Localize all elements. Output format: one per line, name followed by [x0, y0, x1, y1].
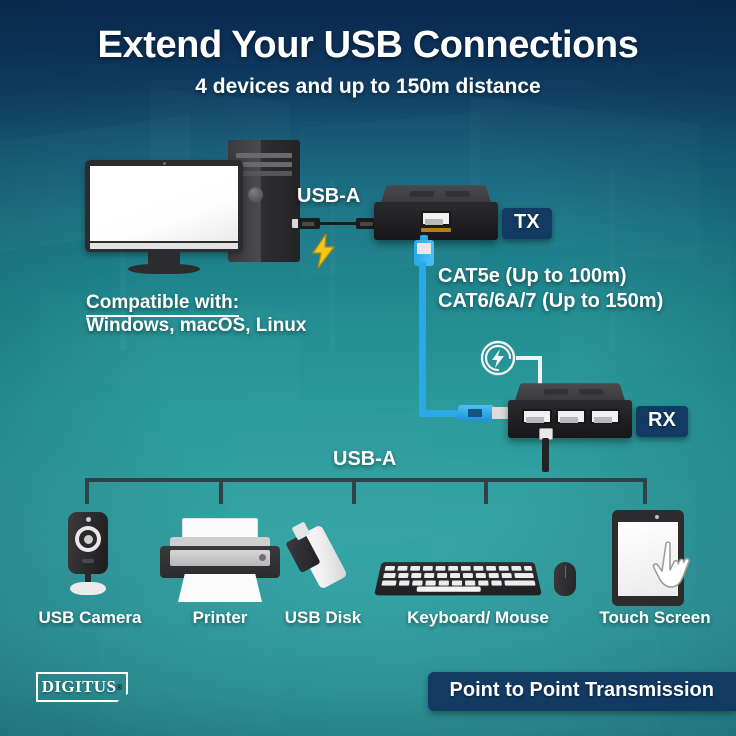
usb-bus-drop-3: [352, 478, 356, 504]
tx-badge: TX: [502, 208, 552, 239]
rx-downstream-usb-cable: [542, 438, 549, 472]
usb-a-bottom-label: USB-A: [333, 448, 397, 470]
usb-a-top-label: USB-A: [297, 185, 361, 207]
keyboard-mouse-icon: [374, 540, 578, 602]
page-subtitle: 4 devices and up to 150m distance: [195, 75, 541, 98]
rj45-connector-tx-icon: [414, 235, 434, 266]
point-to-point-badge: Point to Point Transmission: [427, 672, 736, 711]
monitor-icon: [85, 160, 243, 274]
header: Extend Your USB Connections 4 devices an…: [0, 0, 736, 99]
tx-extender-device: TX: [374, 180, 574, 246]
usb-bus-drop-2: [219, 478, 223, 504]
digitus-logo: DIGITUS®: [36, 672, 128, 702]
device-label-printer: Printer: [192, 608, 248, 627]
device-label-touch-screen: Touch Screen: [599, 608, 711, 627]
device-label-usb-disk: USB Disk: [284, 608, 362, 627]
usb-bus-drop-4: [484, 478, 488, 504]
page-title: Extend Your USB Connections: [97, 24, 639, 66]
digitus-logo-text: DIGITUS: [41, 677, 117, 696]
hand-cursor-icon: [650, 540, 696, 607]
usb-disk-icon: [285, 518, 352, 604]
compatible-heading: Compatible with:: [86, 292, 240, 317]
rx-extender-device: RX: [508, 378, 708, 444]
compatible-list: Windows, macOS, Linux: [86, 315, 307, 336]
usb-bus-trunk: [85, 478, 647, 482]
ethernet-cable-vertical: [419, 262, 426, 417]
ethernet-cable-horizontal: [419, 410, 469, 417]
usb-bus-drop-5: [643, 478, 647, 504]
device-label-usb-camera: USB Camera: [38, 608, 142, 627]
usb-bus-drop-1: [85, 478, 89, 504]
usb-camera-icon: [56, 512, 126, 598]
power-lead-horizontal: [516, 356, 542, 360]
rj45-connector-rx-icon: [458, 405, 508, 421]
desktop-computer-icon: [85, 140, 300, 275]
power-adapter-icon: [480, 340, 516, 376]
usb-a-cable-icon: [292, 216, 384, 232]
keyboard-icon: [374, 562, 542, 596]
cat5e-label: CAT5e (Up to 100m): [438, 265, 627, 287]
power-lead-vertical: [538, 356, 542, 388]
lightning-bolt-icon: [310, 233, 336, 269]
touch-screen-icon: [612, 510, 702, 606]
device-label-keyboard-mouse: Keyboard/ Mouse: [407, 608, 549, 627]
mouse-icon: [554, 562, 576, 596]
printer-icon: [160, 518, 280, 604]
rx-badge: RX: [636, 406, 688, 437]
registered-mark: ®: [116, 682, 123, 692]
cat6-label: CAT6/6A/7 (Up to 150m): [438, 290, 664, 312]
